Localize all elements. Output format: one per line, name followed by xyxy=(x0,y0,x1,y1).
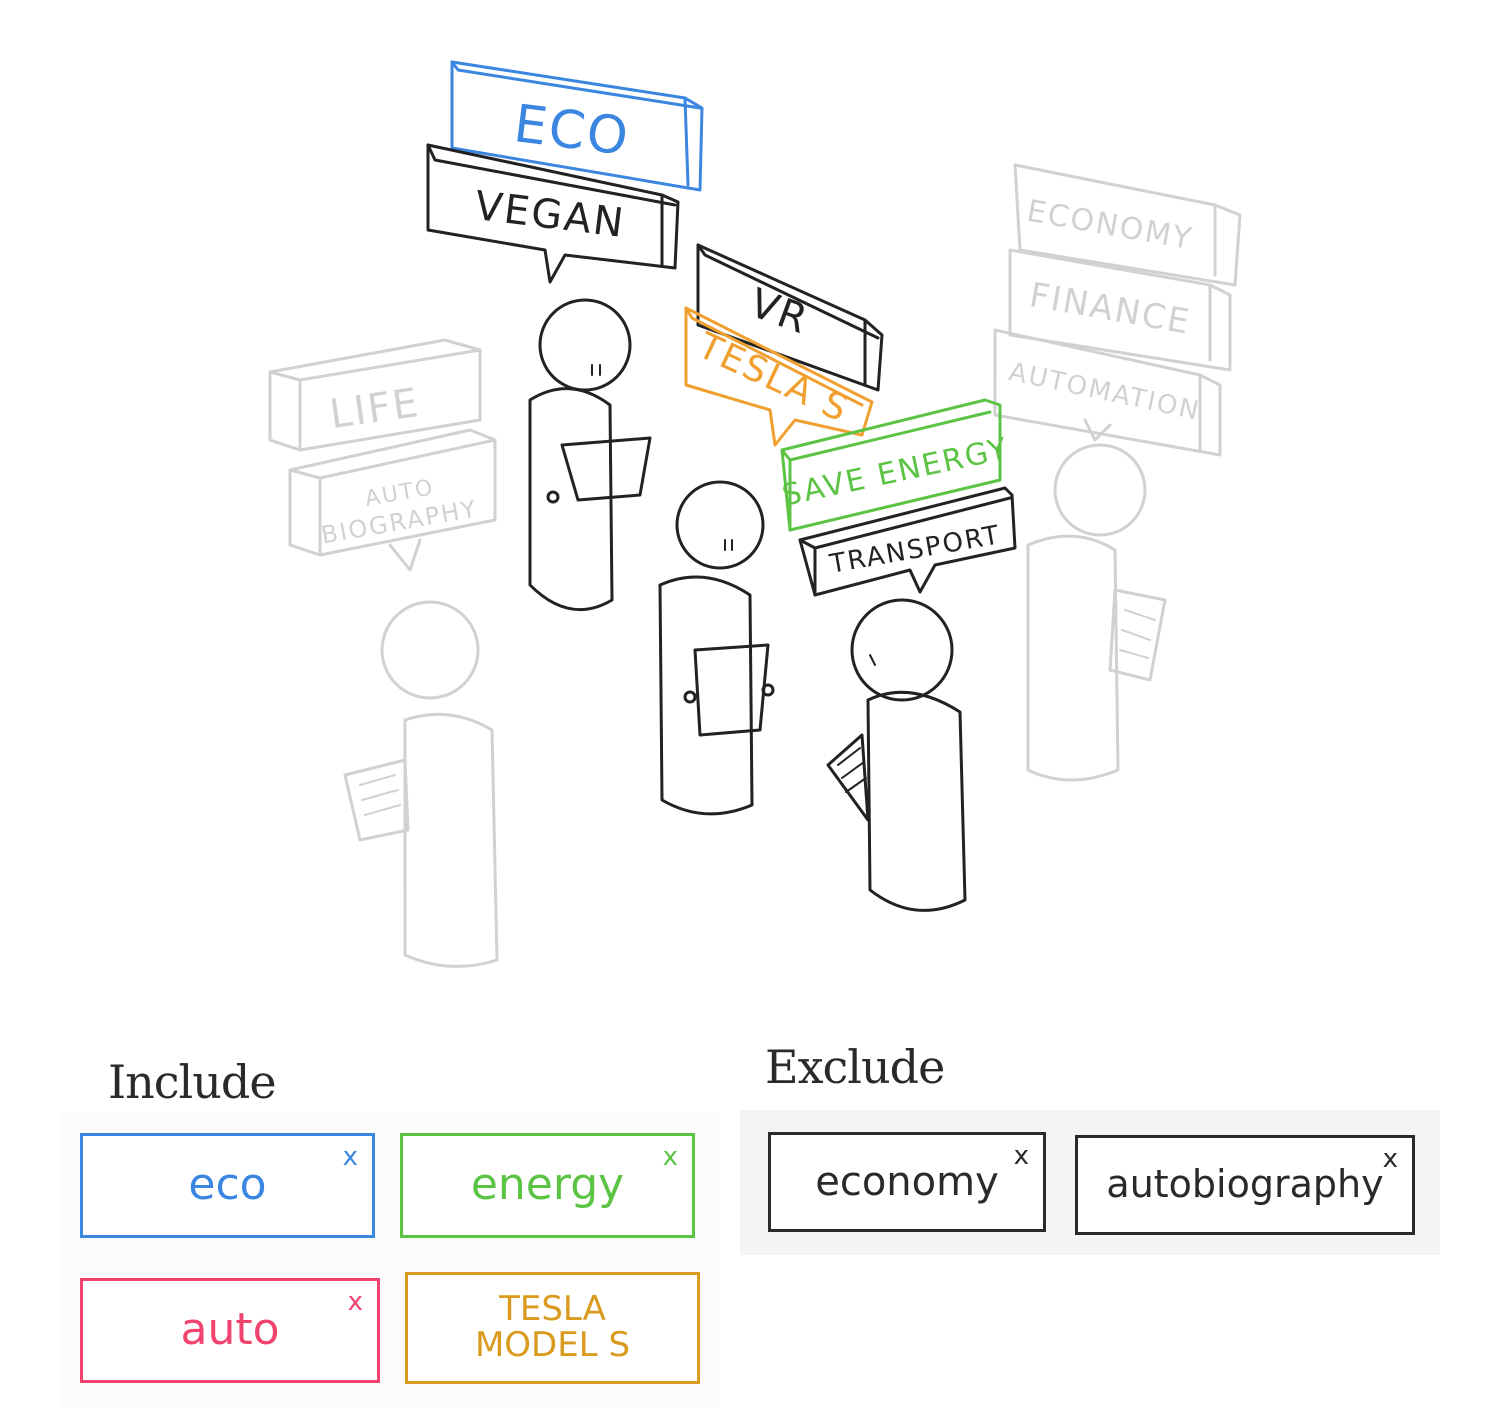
remove-eco-icon[interactable]: x xyxy=(342,1142,358,1172)
person-vegan xyxy=(528,298,652,612)
include-chip-auto[interactable]: auto x xyxy=(80,1278,385,1388)
include-chip-energy[interactable]: energy x xyxy=(400,1133,700,1243)
exclude-chip-autobiography-label: autobiography xyxy=(1106,1162,1384,1207)
sign-box-save-energy xyxy=(780,398,1002,532)
exclude-heading: Exclude xyxy=(765,1040,945,1094)
sign-box-vr xyxy=(696,243,884,392)
scene-illustration: LIFE AUTO BIOGRAPHY ECONOMY FINANCE AUTO… xyxy=(268,60,1242,968)
sign-life: LIFE xyxy=(327,380,423,438)
include-chip-eco[interactable]: eco x xyxy=(80,1133,380,1243)
sign-tesla-s: TESLA S xyxy=(691,325,856,431)
sign-economy: ECONOMY xyxy=(1024,194,1195,258)
remove-auto-icon[interactable]: x xyxy=(347,1287,363,1317)
include-chip-tesla-label: TESLA MODEL S xyxy=(474,1289,631,1365)
exclude-chip-economy-label: economy xyxy=(815,1159,999,1205)
sign-automation: AUTOMATION xyxy=(1006,357,1203,427)
include-chip-eco-label: eco xyxy=(188,1159,267,1211)
person-energy xyxy=(826,598,967,912)
include-chip-energy-label: energy xyxy=(470,1159,625,1211)
faded-person-left xyxy=(268,338,499,968)
sign-save-energy: SAVE ENERGY xyxy=(779,431,1012,513)
remove-autobiography-icon[interactable]: x xyxy=(1382,1144,1398,1174)
sign-eco: ECO xyxy=(511,94,634,168)
exclude-chip-economy[interactable]: economy x xyxy=(768,1132,1051,1237)
include-chip-auto-label: auto xyxy=(180,1304,280,1356)
sign-box-eco xyxy=(450,60,704,192)
sign-vr: VR xyxy=(744,280,815,343)
faded-person-right xyxy=(993,163,1242,782)
sign-box-tesla-s xyxy=(684,306,874,447)
exclude-chip-autobiography[interactable]: autobiography x xyxy=(1075,1135,1420,1240)
include-chip-tesla-model-s[interactable]: TESLA MODEL S xyxy=(405,1272,705,1389)
include-heading: Include xyxy=(108,1055,277,1109)
remove-energy-icon[interactable]: x xyxy=(662,1142,678,1172)
remove-economy-icon[interactable]: x xyxy=(1013,1141,1029,1171)
sign-box-transport xyxy=(798,486,1017,597)
sign-box-vegan xyxy=(426,143,680,284)
sign-finance: FINANCE xyxy=(1026,275,1193,343)
sign-transport: TRANSPORT xyxy=(827,520,1003,580)
person-tesla xyxy=(658,480,775,816)
